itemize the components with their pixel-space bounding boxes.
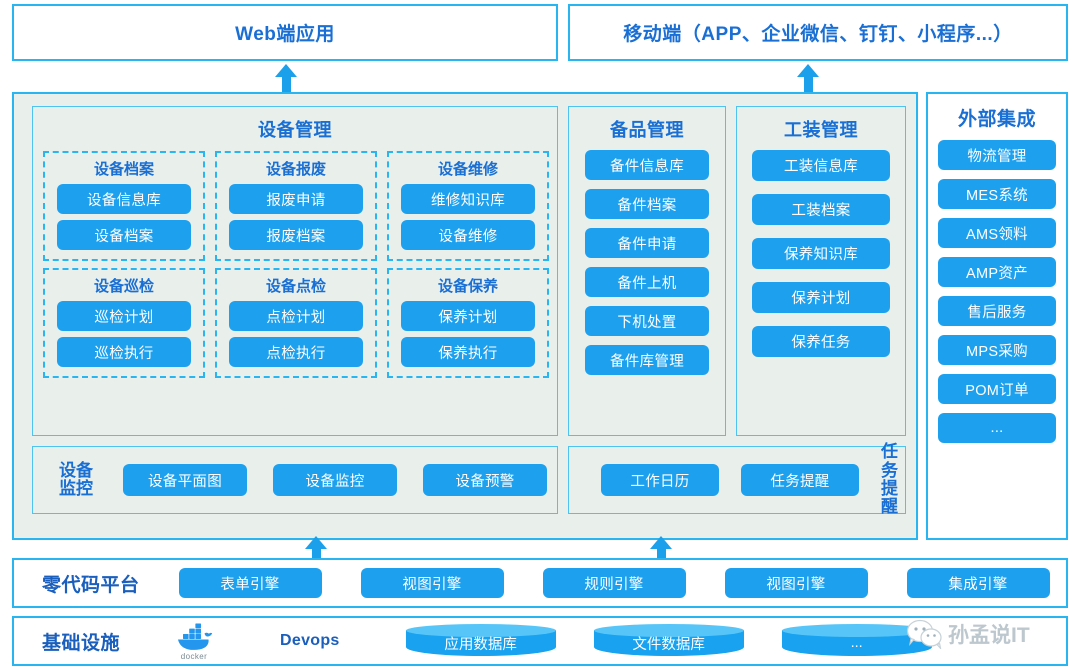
equipment-group: 设备维修维修知识库设备维修 (387, 151, 549, 261)
equipment-monitor-label: 设备监控 (59, 460, 93, 498)
devops-label: Devops (280, 632, 340, 649)
mobile-client-box[interactable]: 移动端（APP、企业微信、钉钉、小程序...） (568, 4, 1068, 61)
tooling-list: 工装信息库工装档案保养知识库保养计划保养任务 (752, 150, 890, 370)
equipment-item-button[interactable]: 点检执行 (229, 337, 363, 367)
spare-parts-button[interactable]: 备件上机 (585, 267, 709, 297)
equipment-item-button[interactable]: 设备维修 (401, 220, 535, 250)
spare-parts-title: 备品管理 (610, 120, 684, 140)
equipment-management-panel: 设备管理 设备档案设备信息库设备档案设备报废报废申请报废档案设备维修维修知识库设… (32, 106, 558, 436)
task-reminder-label: 任务提醒 (881, 442, 898, 517)
spare-parts-list: 备件信息库备件档案备件申请备件上机下机处置备件库管理 (585, 150, 709, 384)
tooling-button[interactable]: 保养计划 (752, 282, 890, 313)
arrow-up-icon-zerocode-right (650, 536, 672, 564)
tooling-button[interactable]: 保养知识库 (752, 238, 890, 269)
docker-icon: docker (166, 621, 222, 661)
database-list: 应用数据库 文件数据库... (405, 624, 970, 658)
database-cylinder-top (781, 624, 932, 637)
task-reminder-list: 工作日历任务提醒 (601, 464, 881, 496)
arrow-up-icon-mobile (797, 64, 819, 92)
equipment-item-button[interactable]: 巡检计划 (57, 301, 191, 331)
external-integration-button[interactable]: MPS采购 (938, 335, 1056, 365)
external-integration-button[interactable]: POM订单 (938, 374, 1056, 404)
zero-code-engine-button[interactable]: 视图引擎 (360, 568, 504, 598)
database-cylinder-top (593, 624, 744, 637)
zero-code-platform-label: 零代码平台 (42, 574, 140, 596)
equipment-group-title: 设备保养 (437, 278, 498, 295)
equipment-group-title: 设备巡检 (93, 278, 154, 295)
equipment-group-title: 设备点检 (265, 278, 326, 295)
tooling-button[interactable]: 工装档案 (752, 194, 890, 225)
application-layer: 设备管理 设备档案设备信息库设备档案设备报废报废申请报废档案设备维修维修知识库设… (12, 92, 918, 540)
equipment-group: 设备报废报废申请报废档案 (215, 151, 377, 261)
spare-parts-button[interactable]: 备件档案 (585, 189, 709, 219)
client-layer: Web端应用 移动端（APP、企业微信、钉钉、小程序...） (0, 0, 1080, 62)
zero-code-engine-button[interactable]: 规则引擎 (542, 568, 686, 598)
task-reminder-button[interactable]: 任务提醒 (741, 464, 859, 496)
equipment-item-button[interactable]: 点检计划 (229, 301, 363, 331)
equipment-group-title: 设备档案 (93, 161, 154, 178)
spare-parts-button[interactable]: 备件申请 (585, 228, 709, 258)
database-label: 应用数据库 (444, 636, 517, 653)
equipment-monitor-button[interactable]: 设备监控 (273, 464, 397, 496)
equipment-monitor-list: 设备平面图设备监控设备预警 (97, 464, 547, 496)
external-integration-button[interactable]: AMP资产 (938, 257, 1056, 287)
infrastructure-label: 基础设施 (42, 632, 121, 654)
spare-parts-button[interactable]: 下机处置 (585, 306, 709, 336)
equipment-group: 设备巡检巡检计划巡检执行 (43, 268, 205, 378)
tooling-button[interactable]: 保养任务 (752, 326, 890, 357)
equipment-monitor-button[interactable]: 设备平面图 (123, 464, 247, 496)
zero-code-engine-button[interactable]: 集成引擎 (906, 568, 1050, 598)
external-integration-button[interactable]: AMS领料 (938, 218, 1056, 248)
equipment-item-button[interactable]: 报废申请 (229, 184, 363, 214)
zero-code-engine-button[interactable]: 表单引擎 (178, 568, 322, 598)
equipment-management-groups: 设备档案设备信息库设备档案设备报废报废申请报废档案设备维修维修知识库设备维修设备… (43, 151, 549, 378)
zero-code-engine-button[interactable]: 视图引擎 (724, 568, 868, 598)
external-integration-button[interactable]: 售后服务 (938, 296, 1056, 326)
web-client-label: Web端应用 (235, 24, 335, 45)
equipment-group-title: 设备报废 (265, 161, 326, 178)
spare-parts-button[interactable]: 备件库管理 (585, 345, 709, 375)
docker-label: docker (180, 652, 208, 661)
equipment-item-button[interactable]: 维修知识库 (401, 184, 535, 214)
database-cylinder[interactable]: 文件数据库 (593, 624, 744, 658)
zero-code-engine-list: 表单引擎 视图引擎 规则引擎 视图引擎 集成引擎 (140, 568, 1050, 598)
equipment-group: 设备保养保养计划保养执行 (387, 268, 549, 378)
equipment-item-button[interactable]: 保养执行 (401, 337, 535, 367)
equipment-monitor-button[interactable]: 设备预警 (423, 464, 547, 496)
database-label: 文件数据库 (632, 636, 705, 653)
equipment-group-title: 设备维修 (437, 161, 498, 178)
external-integration-list: 物流管理 MES系统 AMS领料 AMP资产售后服务 MPS采购 POM订单... (938, 140, 1056, 452)
task-reminder-panel: 工作日历任务提醒 任务提醒 (568, 442, 906, 517)
external-integration-button[interactable]: MES系统 (938, 179, 1056, 209)
external-integration-button[interactable]: 物流管理 (938, 140, 1056, 170)
external-integration-title: 外部集成 (957, 109, 1036, 130)
equipment-item-button[interactable]: 设备信息库 (57, 184, 191, 214)
database-cylinder[interactable]: ... (781, 624, 932, 658)
external-integration-panel: 外部集成 物流管理 MES系统 AMS领料 AMP资产售后服务 MPS采购 POM订单..… (926, 92, 1068, 540)
equipment-monitor-panel: 设备监控 设备平面图设备监控设备预警 (32, 446, 558, 514)
tooling-panel: 工装管理 工装信息库工装档案保养知识库保养计划保养任务 (736, 106, 906, 436)
task-reminder-button[interactable]: 工作日历 (601, 464, 719, 496)
equipment-item-button[interactable]: 巡检执行 (57, 337, 191, 367)
database-cylinder-top (405, 624, 556, 637)
mobile-client-label: 移动端（APP、企业微信、钉钉、小程序...） (623, 24, 1013, 45)
tooling-title: 工装管理 (784, 120, 858, 140)
infrastructure-row: 基础设施 docker Devops 应用数据库 文件数据库... (12, 616, 1068, 666)
zero-code-platform-row: 零代码平台 表单引擎 视图引擎 规则引擎 视图引擎 集成引擎 (12, 558, 1068, 608)
arrow-up-icon-zerocode-left (305, 536, 327, 564)
arrow-up-icon-web (275, 64, 297, 92)
equipment-item-button[interactable]: 设备档案 (57, 220, 191, 250)
equipment-group: 设备点检点检计划点检执行 (215, 268, 377, 378)
equipment-item-button[interactable]: 保养计划 (401, 301, 535, 331)
database-label: ... (850, 635, 863, 651)
spare-parts-button[interactable]: 备件信息库 (585, 150, 709, 180)
equipment-item-button[interactable]: 报废档案 (229, 220, 363, 250)
tooling-button[interactable]: 工装信息库 (752, 150, 890, 181)
spare-parts-panel: 备品管理 备件信息库备件档案备件申请备件上机下机处置备件库管理 (568, 106, 726, 436)
external-integration-button[interactable]: ... (938, 413, 1056, 443)
web-client-box[interactable]: Web端应用 (12, 4, 558, 61)
equipment-group: 设备档案设备信息库设备档案 (43, 151, 205, 261)
database-cylinder[interactable]: 应用数据库 (405, 624, 556, 658)
equipment-management-title: 设备管理 (258, 120, 332, 140)
